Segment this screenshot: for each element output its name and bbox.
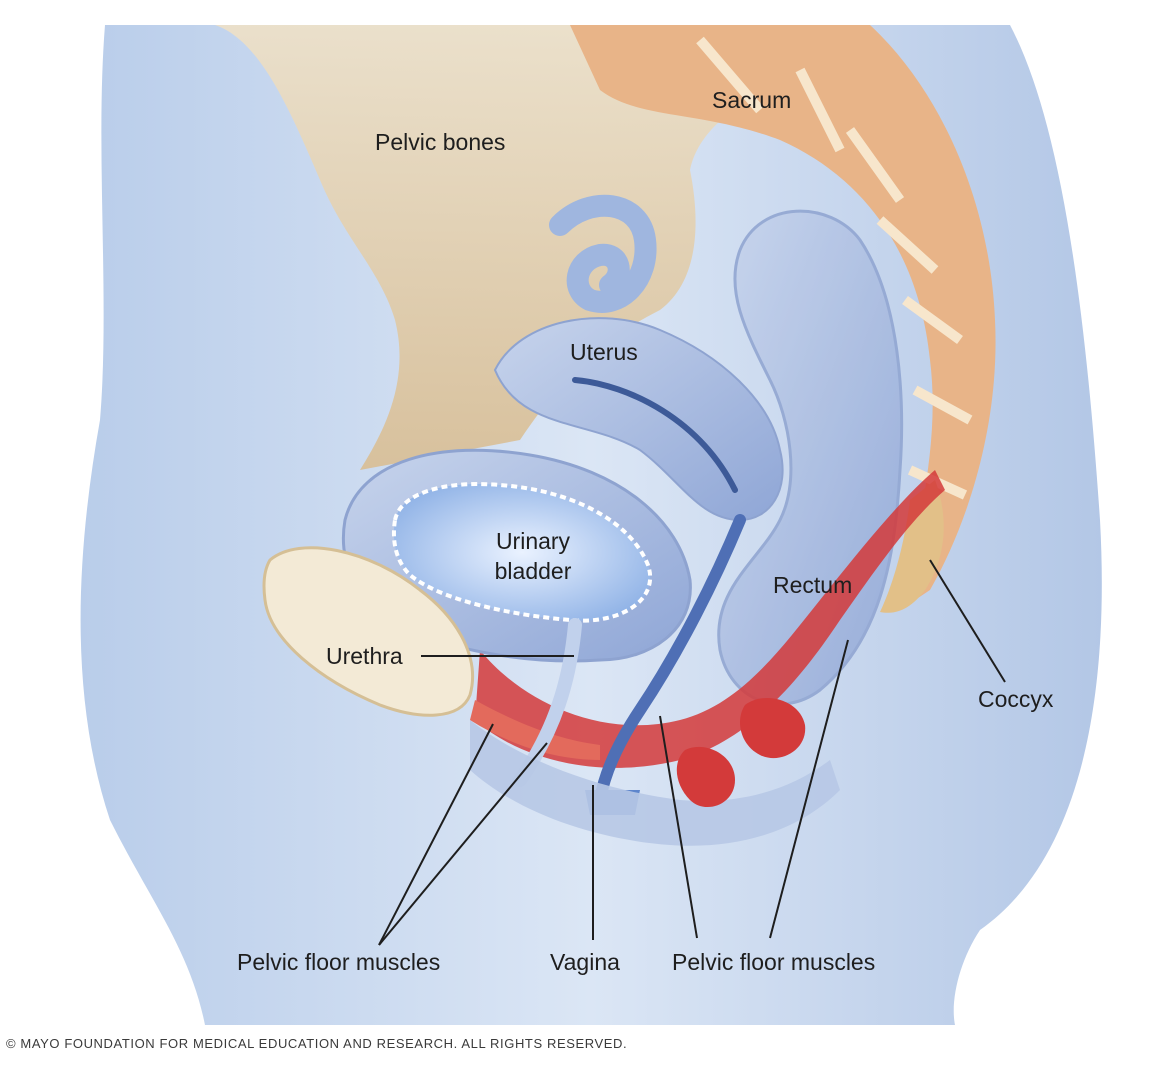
uterus-shape — [493, 317, 784, 522]
anal-sphincter — [740, 697, 806, 759]
copyright-notice: © MAYO FOUNDATION FOR MEDICAL EDUCATION … — [6, 1036, 628, 1051]
fallopian-tube-shape — [549, 194, 657, 313]
label-pelvic-floor-muscles-left: Pelvic floor muscles — [237, 949, 441, 975]
sacrum-shape — [570, 25, 996, 610]
vaginal-canal — [594, 514, 746, 806]
leader-pfm-left-1 — [378, 723, 494, 946]
leader-pfm-right-1 — [659, 715, 698, 939]
label-vagina: Vagina — [550, 949, 620, 975]
label-coccyx: Coccyx — [978, 686, 1054, 712]
uterine-cavity — [572, 377, 738, 493]
leader-pfm-left-2 — [378, 742, 548, 946]
coccyx-shape — [880, 480, 944, 613]
perineal-muscle — [676, 746, 735, 808]
label-pelvic-bones: Pelvic bones — [375, 129, 506, 155]
perineum-shape — [470, 720, 840, 846]
label-pelvic-floor-muscles-right: Pelvic floor muscles — [672, 949, 876, 975]
label-urinary-bladder: Urinary bladder — [470, 526, 596, 586]
leader-pfm-right-2 — [769, 639, 849, 939]
label-urinary-line: Urinary — [495, 528, 571, 554]
pelvic-bone-shape — [215, 25, 820, 470]
label-rectum: Rectum — [773, 572, 853, 598]
label-bladder-line: bladder — [494, 558, 572, 584]
muscle-band-left — [470, 700, 600, 760]
label-urethra: Urethra — [326, 643, 403, 669]
pubic-bone-shape — [262, 546, 475, 717]
leader-coccyx — [929, 559, 1006, 683]
label-uterus: Uterus — [570, 339, 638, 365]
label-sacrum: Sacrum — [712, 87, 792, 113]
leader-lines — [378, 559, 1006, 946]
bladder-lumen — [391, 482, 652, 623]
sacrum-segments — [696, 36, 973, 500]
